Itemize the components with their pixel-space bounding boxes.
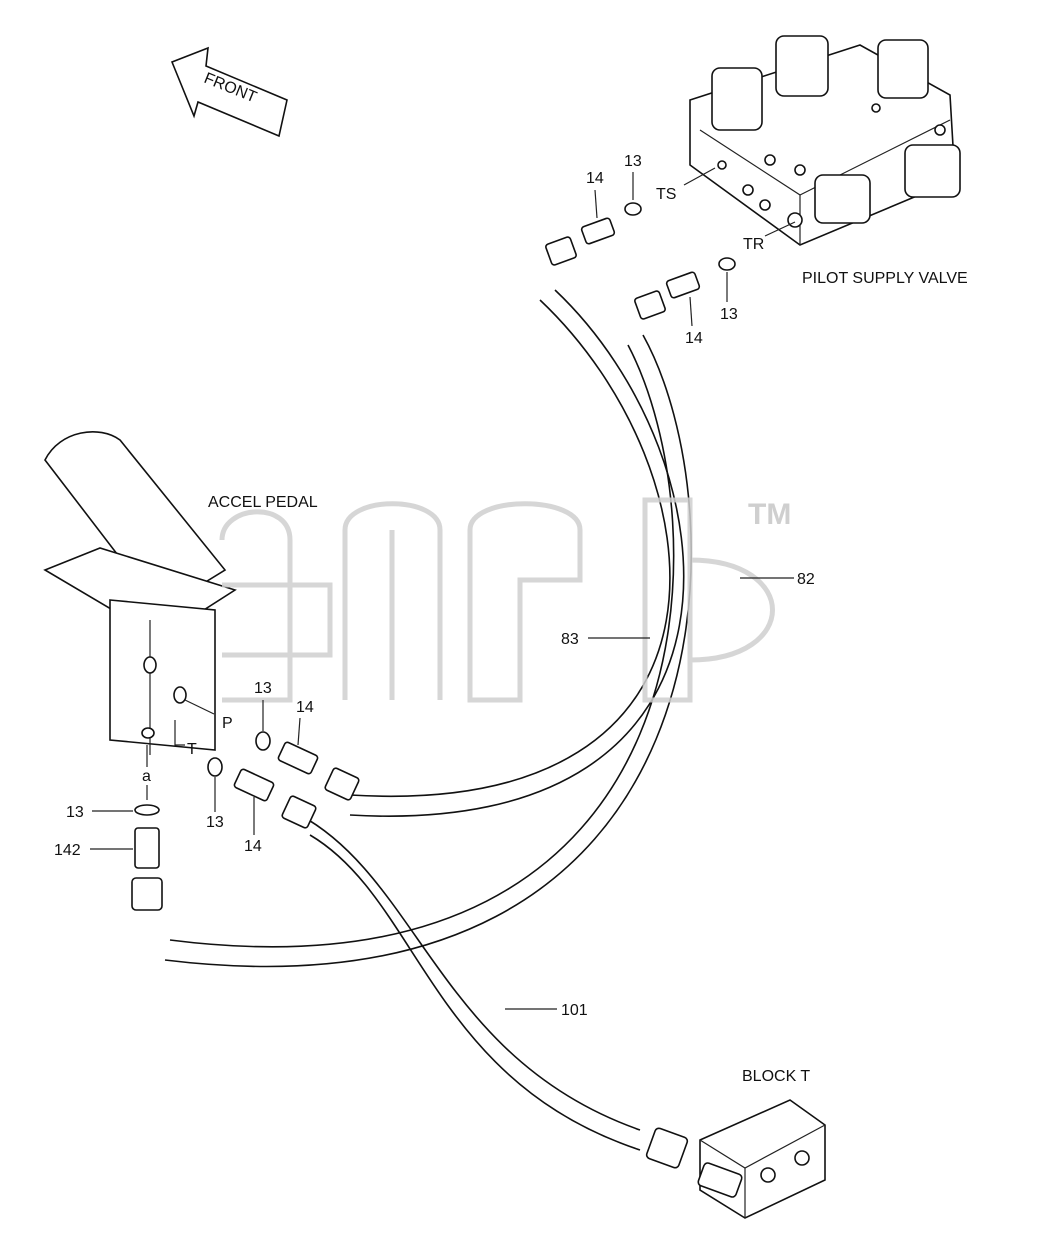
accel-pedal <box>43 431 237 755</box>
port-tr-label: TR <box>743 236 764 253</box>
part-101-hose: 101 <box>561 1002 588 1019</box>
part-13-pedal-a: 13 <box>66 804 84 821</box>
valve-ts-fitting-set <box>545 202 642 266</box>
hose-82 <box>349 289 685 817</box>
part-82-hose: 82 <box>797 571 815 588</box>
valve-tr-fitting-set <box>634 257 736 320</box>
pedal-a-fitting-set <box>131 804 163 911</box>
block-t-label: BLOCK T <box>742 1068 810 1085</box>
part-14-valve-ts: 14 <box>586 170 604 187</box>
accel-pedal-label: ACCEL PEDAL <box>208 494 318 511</box>
part-13-valve-ts: 13 <box>624 153 642 170</box>
pedal-t-fitting-set <box>207 757 317 829</box>
part-83-hose: 83 <box>561 631 579 648</box>
port-t-label: T <box>187 741 197 758</box>
block-t <box>645 1099 826 1219</box>
part-14-pedal-p: 14 <box>296 699 314 716</box>
port-p-label: P <box>222 715 233 732</box>
part-13-valve-tr: 13 <box>720 306 738 323</box>
watermark-tm: TM <box>748 498 791 531</box>
pedal-p-fitting-set <box>255 731 360 801</box>
watermark-logo: TM <box>219 497 791 703</box>
part-14-pedal-t: 14 <box>244 838 262 855</box>
part-14-valve-tr: 14 <box>685 330 703 347</box>
part-13-pedal-t: 13 <box>206 814 224 831</box>
part-142-pedal-a: 142 <box>54 842 81 859</box>
pilot-supply-valve-label: PILOT SUPPLY VALVE <box>802 270 968 287</box>
port-a-label: a <box>142 768 151 785</box>
port-ts-label: TS <box>656 186 676 203</box>
pilot-supply-valve <box>689 35 961 246</box>
part-13-pedal-p: 13 <box>254 680 272 697</box>
front-arrow: FRONT <box>170 46 288 138</box>
hose-101 <box>299 814 641 1151</box>
hose-83 <box>164 334 693 968</box>
